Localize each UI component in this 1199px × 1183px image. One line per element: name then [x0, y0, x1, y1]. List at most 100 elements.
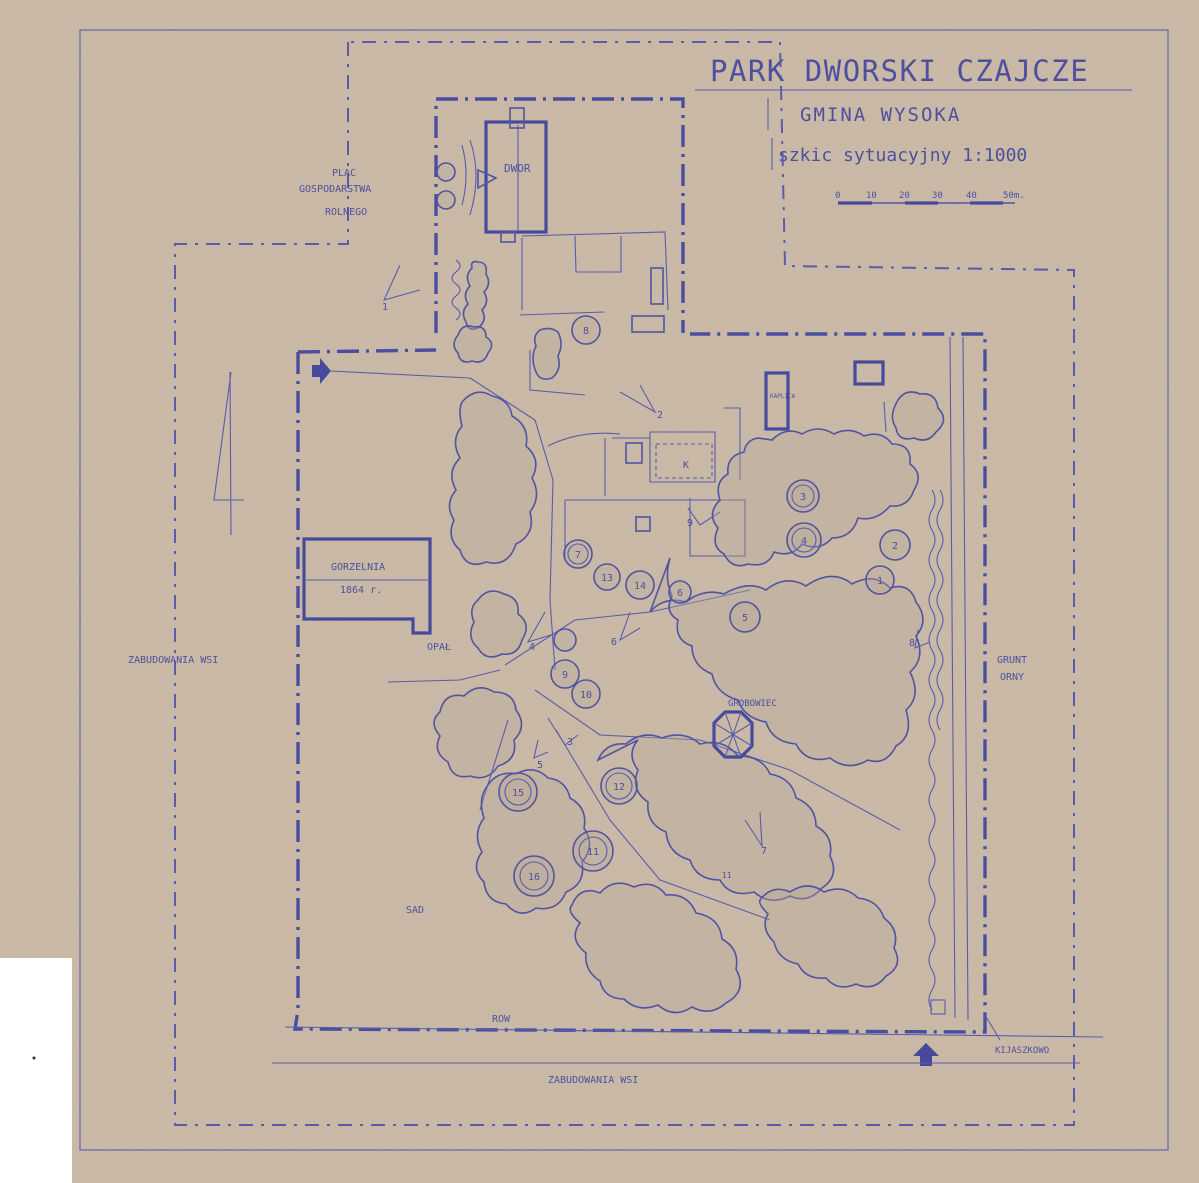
tree-row-east [928, 489, 936, 1011]
label-kaplica: KAPLICA [770, 393, 796, 400]
svg-text:13: 13 [601, 573, 613, 584]
scale-tick-10: 10 [866, 191, 877, 201]
title-gmina: GMINA WYSOKA [800, 104, 961, 126]
title-main: PARK DWORSKI CZAJCZE [710, 54, 1089, 88]
label-plac-1: PLAC [332, 168, 356, 179]
svg-text:2: 2 [657, 410, 663, 421]
label-orny: ORNY [1000, 672, 1024, 683]
park-boundary [293, 332, 987, 1034]
label-grobowiec: GROBOWIEC [728, 699, 777, 709]
svg-text:14: 14 [634, 581, 646, 592]
tree-11: 11 [572, 830, 614, 872]
tree-ne [891, 391, 945, 441]
scale-tick-0: 0 [835, 191, 840, 201]
main-path [469, 377, 556, 671]
distillery-building: GORZELNIA 1864 r. [302, 537, 432, 635]
svg-text:7: 7 [761, 846, 767, 857]
tree-15: 15 [498, 772, 538, 812]
viewpoint-7: 7 [744, 811, 767, 857]
woodland-northeast [711, 428, 919, 567]
label-zabudowania-west: ZABUDOWANIA WSI [128, 655, 218, 666]
svg-text:1: 1 [877, 576, 883, 587]
shrub-column [462, 260, 490, 330]
svg-text:K: K [683, 460, 689, 471]
label-gorzelnia-year: 1864 r. [340, 585, 382, 596]
small-building-ne [853, 360, 885, 386]
viewpoint-5: 5 [533, 739, 549, 771]
tree-3: 3 [786, 479, 820, 513]
north-arrow-icon [213, 371, 244, 536]
viewpoint-2: 2 [619, 384, 663, 421]
svg-text:7: 7 [575, 550, 581, 561]
tree-cluster-sw [433, 687, 523, 779]
yard-structures: 8 [519, 231, 669, 396]
blank-margin [0, 958, 72, 1183]
tree-12: 12 [600, 767, 638, 805]
svg-text:5: 5 [742, 613, 748, 624]
title-sketch: szkic sytuacyjny 1:1000 [778, 145, 1027, 166]
svg-text:10: 10 [580, 690, 592, 701]
woodland-south [569, 882, 742, 1014]
manor-house: DWOR [436, 107, 548, 243]
scale-tick-40: 40 [966, 191, 977, 201]
tree-7: 7 [563, 539, 593, 569]
shrub-west-2 [470, 590, 527, 658]
svg-text:2: 2 [892, 541, 898, 552]
manor-yard-boundary [434, 97, 685, 333]
title-block: PARK DWORSKI CZAJCZE GMINA WYSOKA szkic … [695, 54, 1132, 170]
tree-4: 4 [786, 522, 822, 558]
shrub-cluster [453, 325, 493, 363]
entrance-arrow-west-icon [312, 358, 331, 384]
svg-text:4: 4 [529, 642, 535, 653]
scale-bar: 0 10 20 30 40 50m. [835, 191, 1025, 205]
svg-text:15: 15 [512, 788, 524, 799]
label-dwor: DWOR [504, 162, 531, 175]
estate-boundary [174, 41, 1075, 1126]
label-plac-3: ROLNEGO [325, 207, 367, 218]
woodland-south-middle [596, 734, 835, 901]
svg-text:12: 12 [613, 782, 625, 793]
label-gorzelnia: GORZELNIA [331, 562, 385, 573]
tree-1: 1 [865, 565, 895, 595]
tree-2: 2 [879, 529, 911, 561]
scale-tick-30: 30 [932, 191, 943, 201]
margin-dot [32, 1056, 36, 1060]
svg-text:3: 3 [567, 737, 573, 748]
svg-text:5: 5 [537, 760, 543, 771]
viewpoint-4: 4 [526, 611, 555, 653]
svg-text:1: 1 [382, 302, 388, 313]
tree-14: 14 [625, 570, 655, 600]
viewpoint-1: 1 [382, 264, 421, 313]
scale-tick-20: 20 [899, 191, 910, 201]
label-opal: OPAŁ [427, 642, 451, 653]
svg-text:6: 6 [611, 637, 617, 648]
numbered-trees: 1 2 3 4 5 6 7 9 10 11 12 13 14 15 16 [498, 479, 911, 897]
scale-tick-50: 50m. [1003, 191, 1025, 201]
hedge [451, 259, 461, 321]
tree-5: 5 [729, 601, 761, 633]
outer-frame [79, 29, 1169, 1151]
tree-9: 9 [550, 659, 580, 689]
svg-text:16: 16 [528, 872, 540, 883]
tree-13: 13 [593, 563, 621, 591]
svg-text:4: 4 [801, 536, 807, 547]
woodland-southeast [758, 885, 899, 988]
woodland-triangle [649, 557, 924, 767]
label-grunt: GRUNT [997, 655, 1027, 666]
viewpoint-3: 3 [547, 717, 579, 748]
viewpoint-6: 6 [611, 611, 641, 648]
label-kijaszkowo: KIJASZKOWO [995, 1046, 1049, 1056]
label-row: ROW [492, 1014, 511, 1025]
entrance-arrow-south-icon [913, 1043, 939, 1066]
ditch-line [284, 1026, 1104, 1038]
park-boundary-north [297, 348, 437, 354]
label-plac-2: GOSPODARSTWA [299, 184, 371, 195]
svg-text:11: 11 [722, 871, 732, 880]
svg-text:9: 9 [687, 518, 693, 529]
viewpoint-8: 8 [909, 629, 931, 649]
tree-8-label: 8 [583, 326, 589, 337]
svg-text:3: 3 [800, 492, 806, 503]
